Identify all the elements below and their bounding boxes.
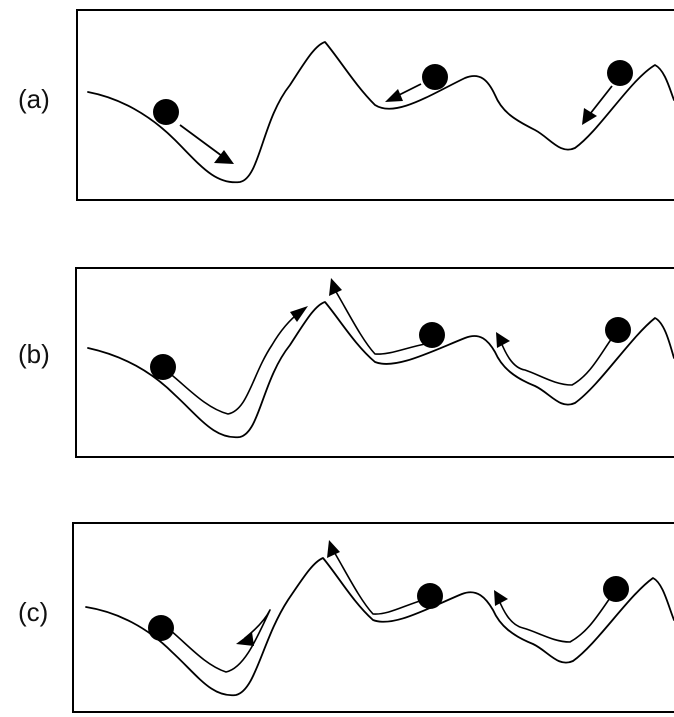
- panel-c-ball-1: [148, 615, 174, 641]
- panel-a-arrow-1: [179, 124, 234, 164]
- panel-c-trail-2: [332, 549, 424, 615]
- panel-b-arrow-1: [290, 306, 308, 322]
- panel-a-landscape: [87, 41, 674, 184]
- panel-b-trail-3: [499, 337, 613, 386]
- panel-c-landscape: [85, 557, 674, 697]
- panel-b-ball-1: [150, 354, 176, 380]
- panel-b: [75, 267, 674, 458]
- panel-a-ball-1: [153, 99, 179, 125]
- panel-a-ball-2: [422, 64, 448, 90]
- panel-c-trail-3: [497, 597, 611, 643]
- panel-c-trail-1: [169, 609, 271, 673]
- panel-b-ball-3: [605, 317, 631, 343]
- panel-c-arrow-1: [236, 632, 254, 646]
- panel-label-b: (b): [18, 339, 50, 369]
- panel-a-arrow-2: [385, 83, 422, 102]
- panel-a-ball-3: [607, 60, 633, 86]
- panel-label-a: (a): [18, 84, 50, 114]
- panel-label-c: (c): [18, 597, 49, 627]
- panel-b-landscape: [87, 301, 674, 439]
- panel-c: [72, 522, 674, 713]
- panel-a: [76, 9, 674, 201]
- panel-b-frame: [75, 267, 674, 458]
- panel-c-frame: [72, 522, 674, 713]
- panel-a-frame: [76, 9, 674, 201]
- panel-b-arrow-2: [329, 278, 342, 296]
- panel-b-arrow-3: [496, 332, 510, 348]
- panel-b-ball-2: [419, 322, 445, 348]
- panel-c-ball-3: [603, 576, 629, 602]
- panel-c-arrow-2: [327, 540, 340, 558]
- panel-c-ball-2: [417, 583, 443, 609]
- panel-b-trail-2: [334, 289, 426, 355]
- panel-a-arrow-3: [582, 85, 613, 125]
- panel-c-arrow-3: [494, 590, 508, 606]
- panel-b-trail-1: [167, 311, 301, 415]
